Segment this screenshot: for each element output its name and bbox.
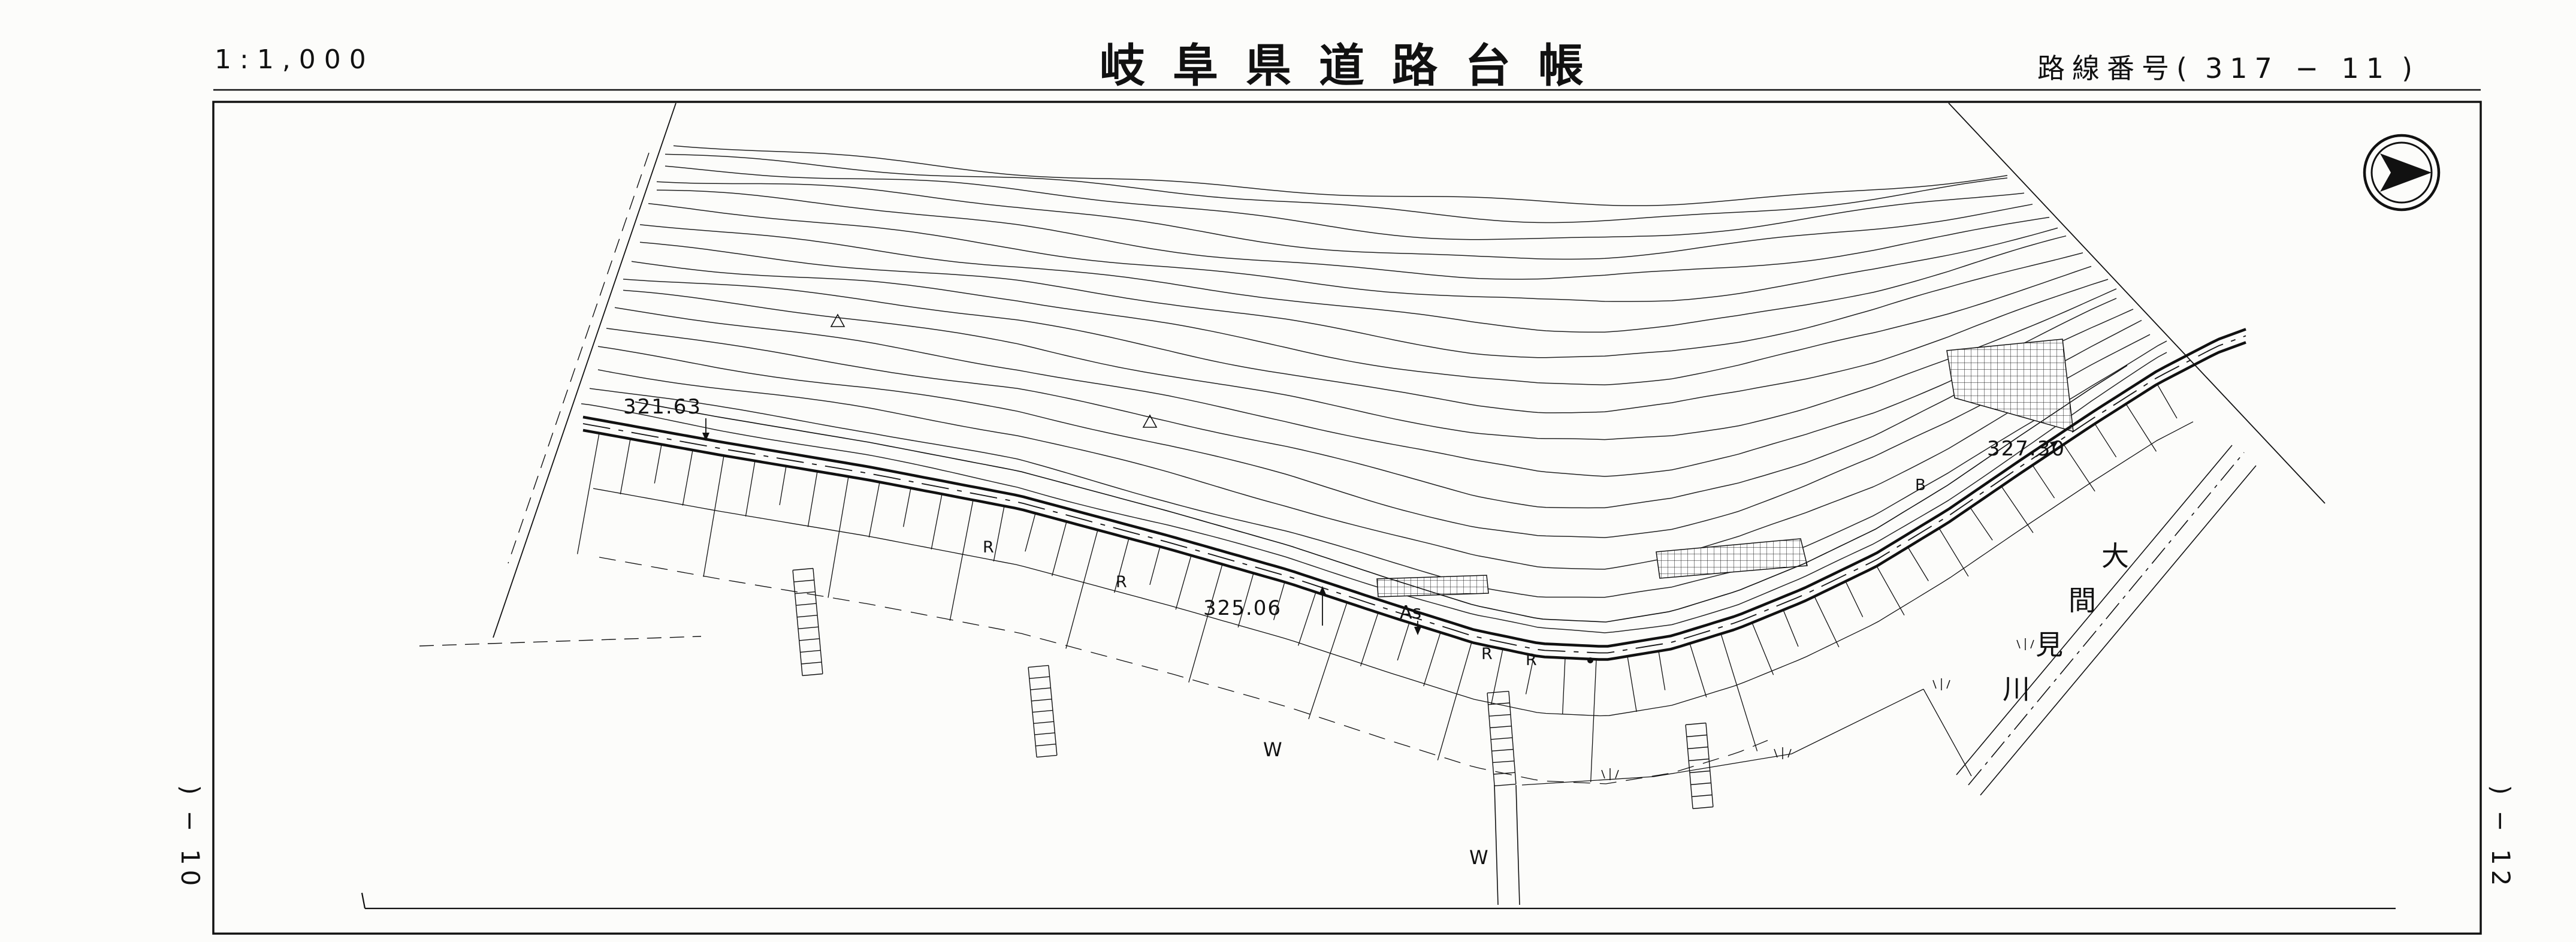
river-bank: [1956, 445, 2233, 775]
retaining-walls: [1376, 339, 2074, 597]
slope-ticks: [576, 384, 2178, 783]
river-name-char: 川: [2003, 673, 2030, 705]
contour-line: [614, 298, 2117, 477]
river-bank: [1980, 465, 2257, 796]
contour-line: [581, 352, 2167, 633]
roadside-line: [635, 365, 2128, 623]
point-label: B: [1915, 476, 1926, 494]
pavement-label: As: [1400, 602, 1421, 623]
route-value: 317 − 11: [2204, 52, 2391, 84]
triangle-symbol: [1142, 414, 1158, 428]
drain-channel: [1494, 784, 1520, 905]
road: [582, 328, 2246, 661]
sheet-boundary-left: [493, 102, 677, 638]
slope-band-line: [593, 421, 2194, 717]
river: [1956, 445, 2257, 796]
water-mark: W: [1469, 846, 1488, 869]
river-centerline: [1968, 452, 2245, 786]
contour-line: [639, 224, 2067, 333]
map-frame: [212, 101, 2482, 935]
road-edge-upper: [582, 328, 2246, 648]
triangle-symbol: [830, 313, 845, 327]
north-arrow-icon: [2363, 134, 2441, 212]
elevation-label: 325.06: [1203, 596, 1282, 620]
contour-line: [597, 319, 2142, 538]
river-name-char: 見: [2036, 629, 2063, 661]
sheet-boundary-right: [1948, 102, 2326, 504]
contour-line: [665, 153, 2008, 224]
contour-line: [623, 279, 2109, 413]
leader-arrows: [702, 418, 2059, 635]
stairs-symbol: [792, 567, 823, 677]
grass-symbols: [1601, 638, 2034, 780]
road-edge-lower: [582, 341, 2246, 661]
contour-line: [673, 145, 2008, 207]
road-centerline: [582, 335, 2246, 654]
survey-dot: [1587, 657, 1593, 663]
contour-line: [639, 241, 2083, 358]
north-arrow-pointer: [2380, 153, 2432, 192]
slope-band: [576, 384, 2194, 784]
contour-line: [656, 189, 2050, 280]
scale-label: 1:1,000: [215, 44, 375, 75]
route-label: 路線番号(: [2037, 52, 2194, 84]
route-number: 路線番号( 317 − 11): [2037, 47, 2420, 86]
contour-line: [597, 334, 2151, 570]
stairs-symbol: [1685, 722, 1714, 810]
contour-line: [656, 181, 2033, 260]
stairs-symbol: [1487, 690, 1517, 787]
lower-road-line: [361, 892, 2396, 910]
contour-line: [606, 309, 2134, 509]
retaining-wall: [1376, 575, 1489, 597]
parcel-boundary-dashed: [599, 557, 1768, 784]
leader-arrow: [2036, 440, 2059, 457]
water-mark: W: [1263, 738, 1282, 761]
contour-line: [648, 203, 2058, 302]
grass-tuft: [1932, 678, 1950, 690]
contour-lines: [581, 145, 2167, 633]
contour-line: [623, 288, 2117, 440]
retaining-wall: [1656, 538, 1808, 579]
contour-line: [589, 340, 2167, 598]
adjacent-parcel-dashed: [419, 636, 702, 647]
road-mark: R: [983, 538, 994, 557]
stairs-symbol: [1028, 665, 1058, 758]
river-name-char: 大: [2101, 540, 2129, 572]
elevation-label: 327.30: [1987, 437, 2065, 461]
parcel-boundary-right: [1521, 689, 1972, 786]
north-arrow-outer-ring: [2363, 134, 2441, 212]
road-mark: R: [1481, 645, 1493, 663]
boundary-dashed-left: [508, 152, 650, 564]
grass-tuft: [2016, 638, 2034, 650]
route-suffix: ): [2402, 52, 2420, 84]
river-name-char: 間: [2068, 584, 2096, 617]
road-mark: R: [1116, 573, 1127, 591]
contour-line: [631, 261, 2092, 386]
retaining-wall: [1946, 339, 2074, 433]
elevation-label: 321.63: [623, 395, 702, 419]
sheet-title: 岐阜県道路台帳: [1100, 39, 1611, 92]
stairs-symbols: [792, 567, 1714, 810]
grass-tuft: [1601, 768, 1619, 780]
drain-lines: [1494, 784, 1520, 905]
contour-line: [665, 165, 2025, 240]
road-mark: R: [1526, 651, 1537, 669]
grass-tuft: [1774, 747, 1792, 759]
